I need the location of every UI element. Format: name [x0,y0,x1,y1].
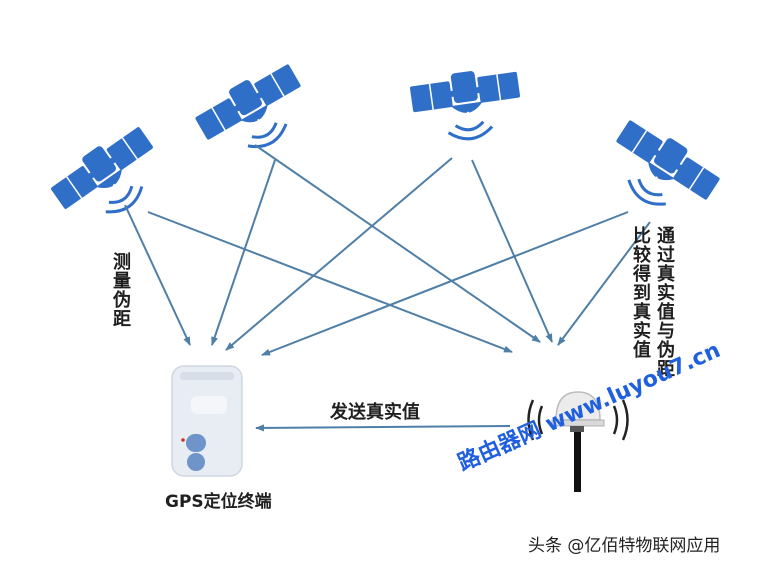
arrow-s2-base [254,144,541,343]
measure-pseudorange-label: 测量伪距 [110,252,131,328]
send-true-value-label: 发送真实值 [330,402,420,423]
arrow-s1-terminal [124,204,191,346]
arrow-send-true-value [255,424,511,432]
base-station-antenna-icon [527,391,629,492]
arrow-s3-base [471,159,553,343]
signal-arrows [124,144,651,432]
satellite-4-icon [595,112,726,231]
arrow-s4-base [557,221,651,346]
compare-true-value-label: 通过真实值与伪距比较得到真实值 [630,226,675,378]
satellite-2-icon [189,56,320,172]
satellite-3-icon [407,63,527,148]
arrow-s1-base [147,211,513,353]
arrow-s3-terminal [225,157,453,351]
arrow-s2-terminal [211,159,276,346]
gps-terminal-device [171,365,243,477]
source-credit: 头条 @亿佰特物联网应用 [528,536,721,556]
arrow-s4-terminal [261,211,629,356]
satellite-1-icon [44,119,175,239]
gps-terminal-label: GPS定位终端 [165,492,272,512]
